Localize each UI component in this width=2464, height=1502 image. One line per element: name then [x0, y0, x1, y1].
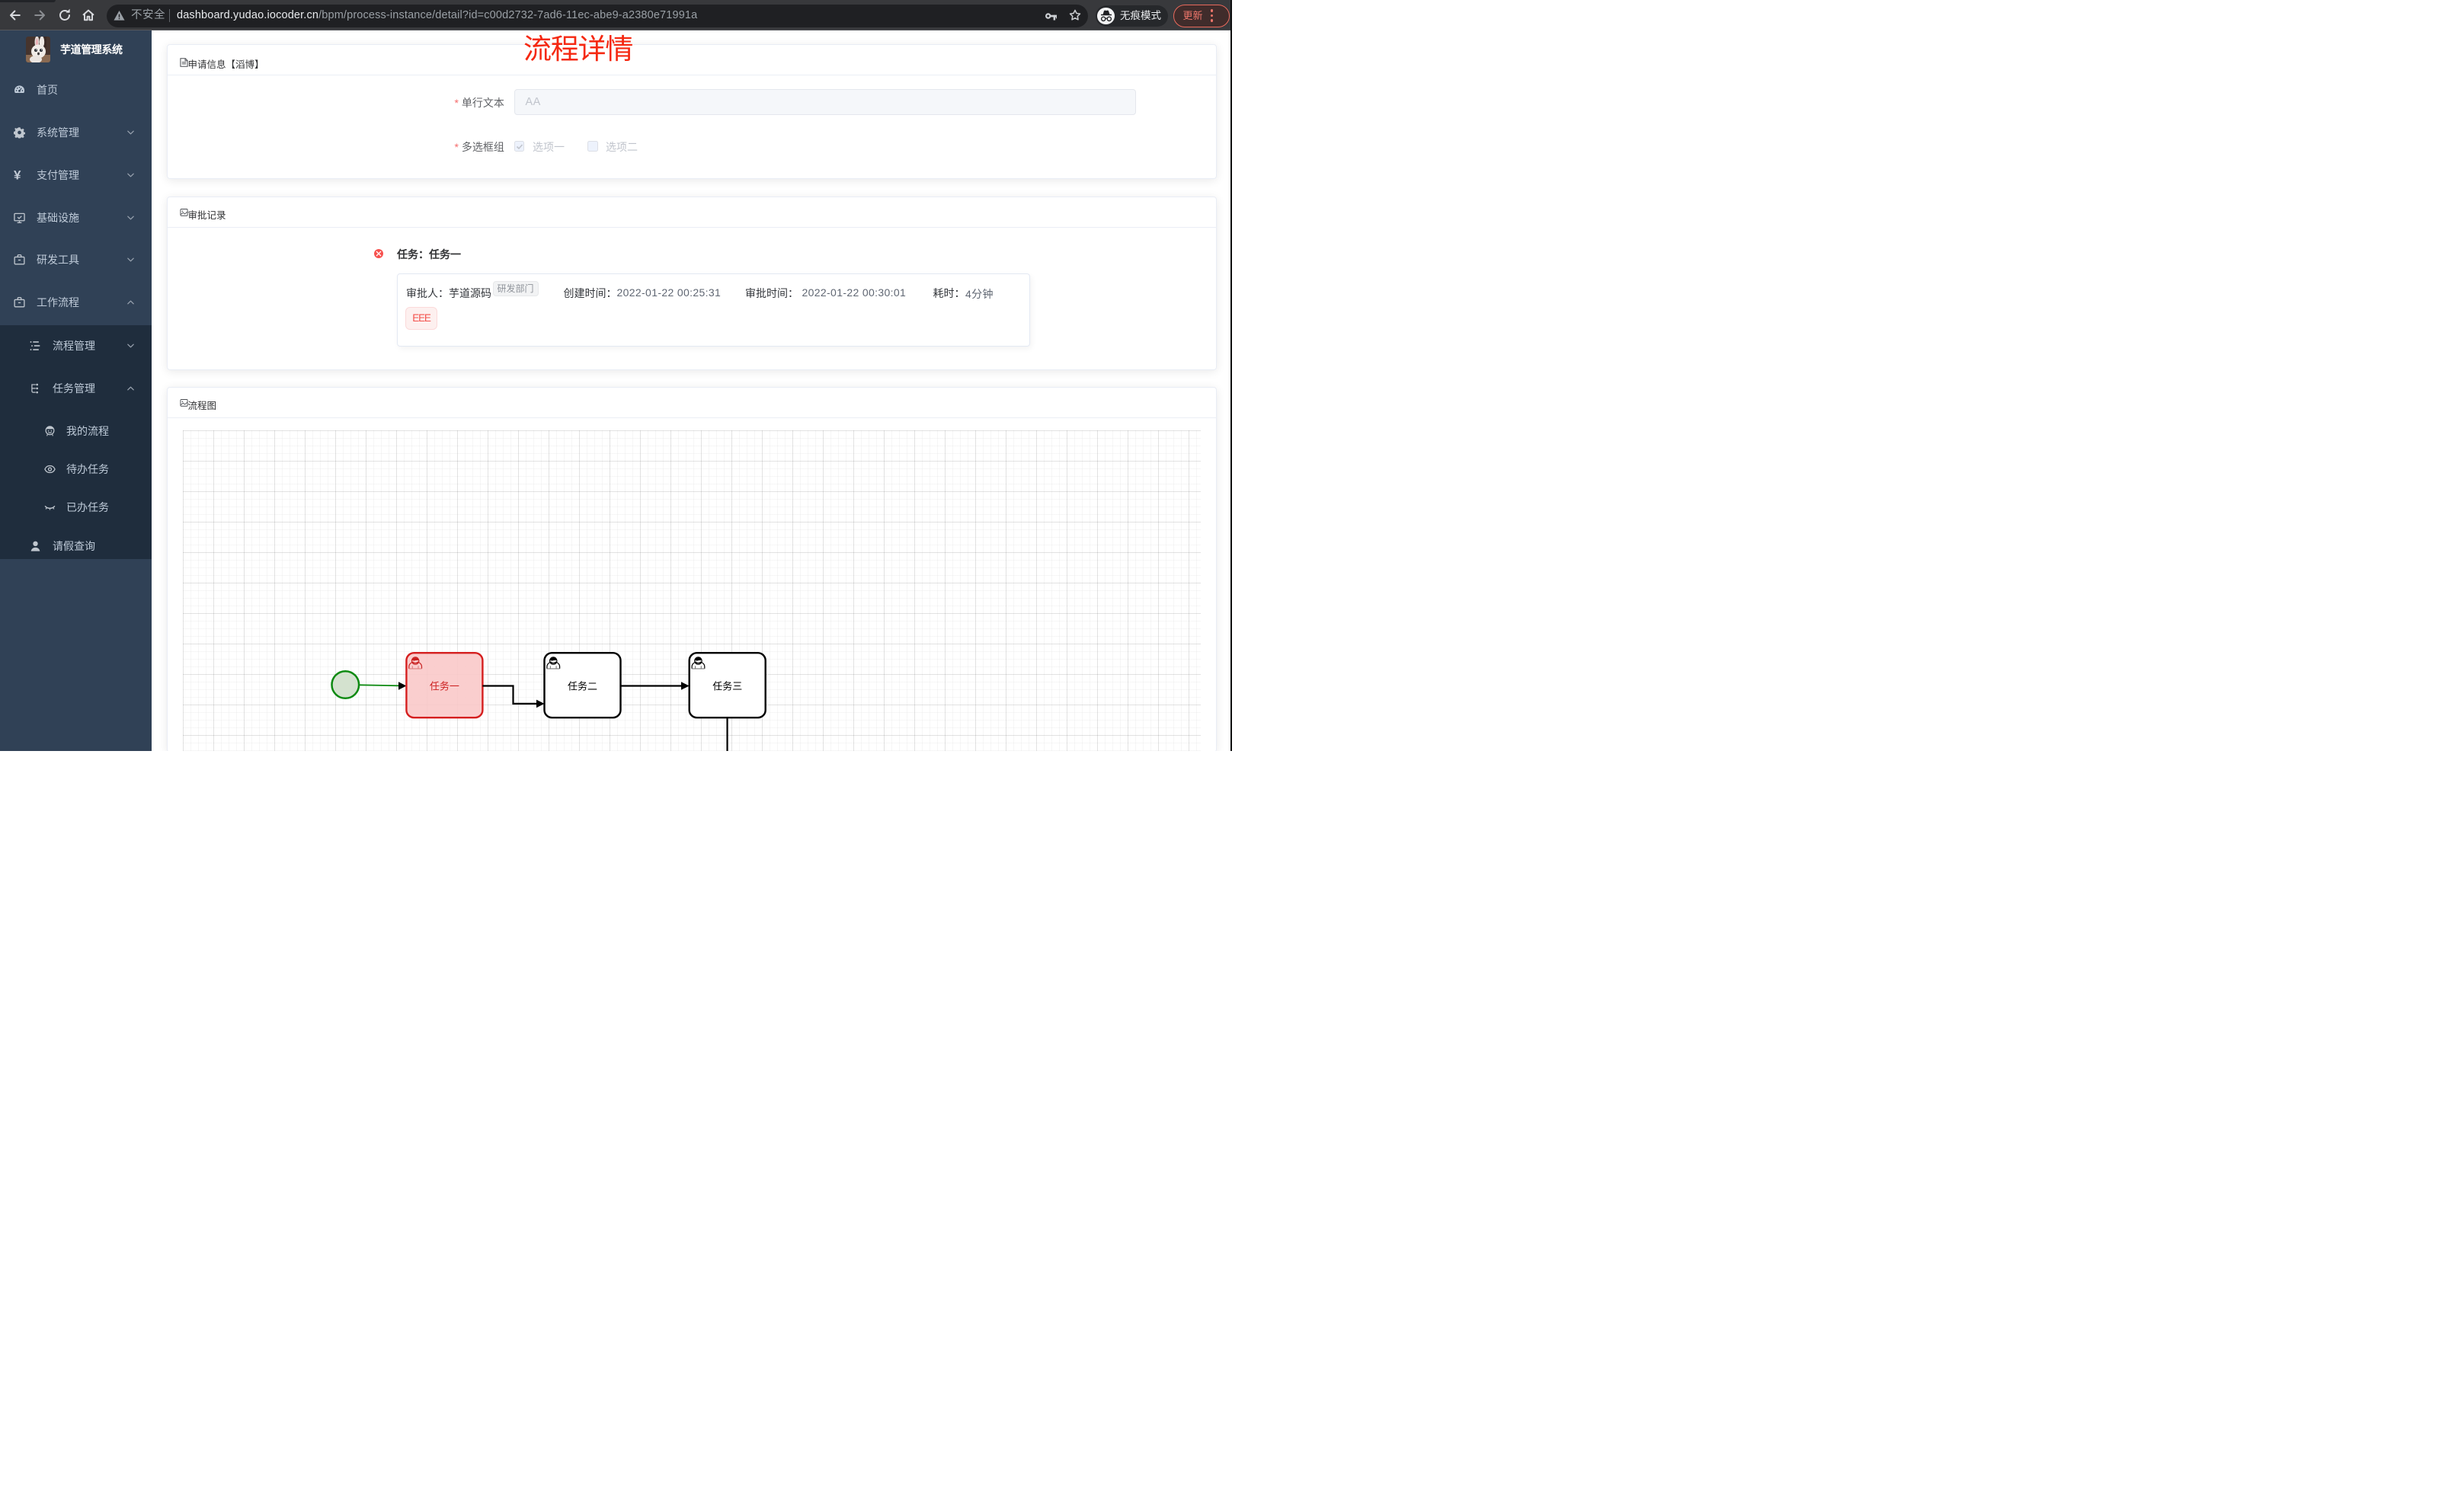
svg-text:任务一: 任务一 [430, 681, 459, 692]
svg-text:任务三: 任务三 [712, 681, 742, 692]
svg-text:任务二: 任务二 [568, 681, 597, 692]
